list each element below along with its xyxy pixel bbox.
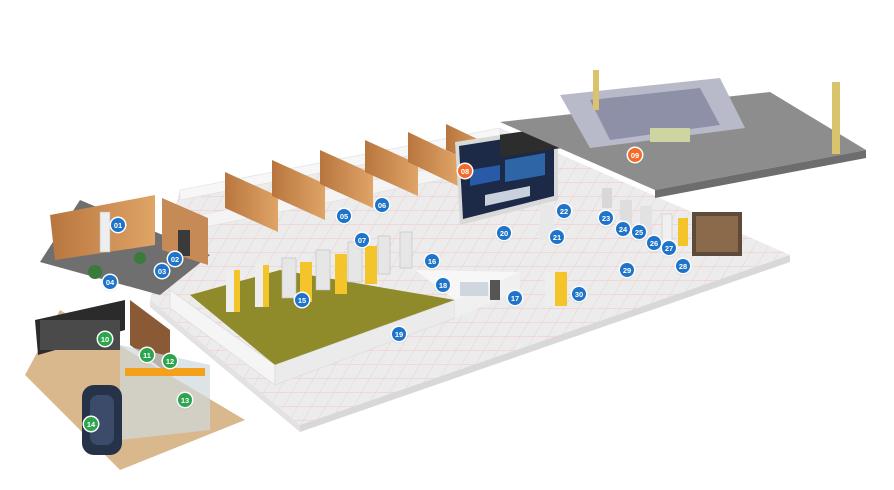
marker-06: 06 [375,198,389,212]
marker-02: 02 [168,252,182,266]
marker-17: 17 [508,291,522,305]
warehouse-platform [500,70,866,198]
marker-22: 22 [557,204,571,218]
marker-10: 10 [98,332,112,346]
marker-09: 09 [628,148,642,162]
marker-11: 11 [140,348,154,362]
marker-16: 16 [425,254,439,268]
marker-04: 04 [103,275,117,289]
marker-23: 23 [599,211,613,225]
marker-14: 14 [84,417,98,431]
marker-26: 26 [647,236,661,250]
marker-29: 29 [620,263,634,277]
marker-24: 24 [616,222,630,236]
marker-30: 30 [572,287,586,301]
bookstore-corner [25,300,245,470]
marker-12: 12 [163,354,177,368]
marker-07: 07 [355,233,369,247]
marker-01: 01 [111,218,125,232]
data-display-screen [455,126,560,225]
marker-25: 25 [632,225,646,239]
marker-19: 19 [392,327,406,341]
marker-18: 18 [436,278,450,292]
right-equipment-row [540,188,742,256]
marker-08: 08 [458,164,472,178]
marker-21: 21 [550,230,564,244]
marker-13: 13 [178,393,192,407]
marker-20: 20 [497,226,511,240]
marker-15: 15 [295,293,309,307]
marker-27: 27 [662,241,676,255]
self-service-kiosks [226,231,567,312]
marker-03: 03 [155,264,169,278]
marker-05: 05 [337,209,351,223]
marker-28: 28 [676,259,690,273]
